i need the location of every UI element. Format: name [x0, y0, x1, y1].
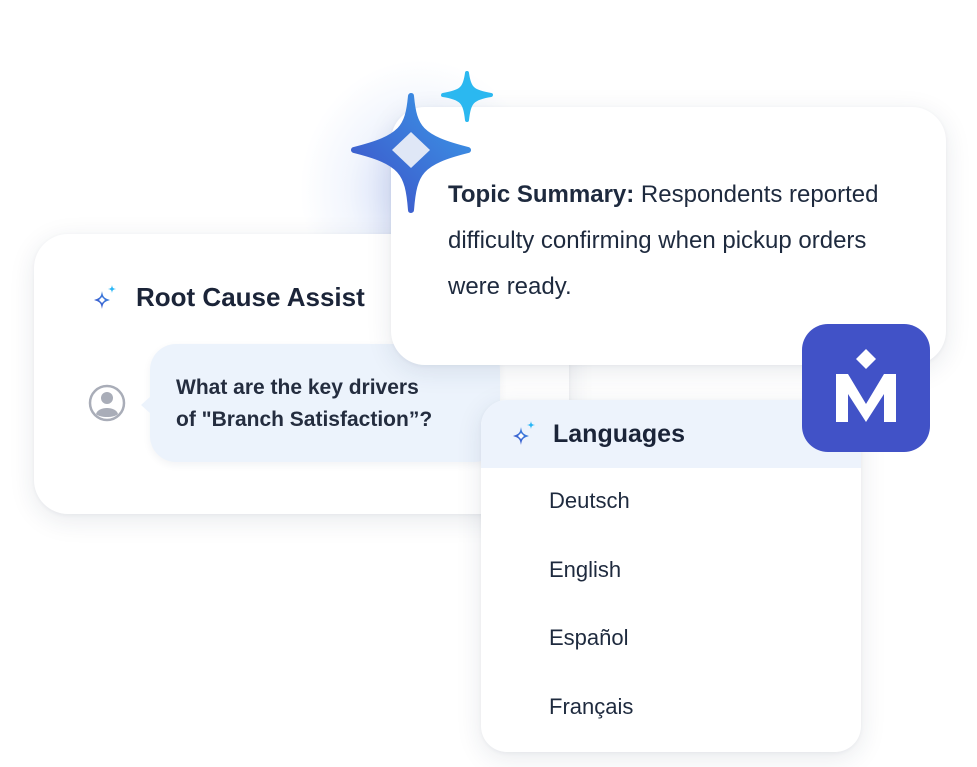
sparkle-icon	[513, 421, 535, 445]
language-option-francais[interactable]: Français	[549, 694, 634, 719]
topic-summary-card: Topic Summary: Respondents reported diff…	[391, 107, 946, 365]
sparkle-icon	[94, 284, 116, 309]
language-option-english[interactable]: English	[549, 557, 622, 582]
ai-sparkle-icon	[351, 93, 471, 213]
brand-logo	[802, 324, 930, 452]
question-line-1: What are the key drivers	[176, 376, 419, 399]
languages-dropdown: Languages Deutsch English Español França…	[481, 400, 861, 752]
root-cause-assist-title: Root Cause Assist	[136, 282, 365, 312]
languages-title: Languages	[553, 419, 685, 448]
user-avatar-icon	[88, 384, 126, 422]
topic-summary-body: Respondents reported difficulty confirmi…	[448, 181, 879, 300]
small-sparkle-icon	[441, 71, 493, 122]
topic-summary-label: Topic Summary:	[448, 181, 635, 208]
language-option-espanol[interactable]: Español	[549, 625, 629, 650]
topic-summary-text: Topic Summary: Respondents reported diff…	[448, 172, 918, 310]
languages-header: Languages	[481, 400, 861, 468]
root-cause-assist-header: Root Cause Assist	[90, 282, 365, 313]
brand-logo-mark	[836, 349, 896, 422]
user-question-text: What are the key drivers of "Branch Sati…	[176, 372, 432, 436]
question-line-2: of "Branch Satisfaction”?	[176, 408, 433, 431]
language-option-deutsch[interactable]: Deutsch	[549, 488, 630, 513]
